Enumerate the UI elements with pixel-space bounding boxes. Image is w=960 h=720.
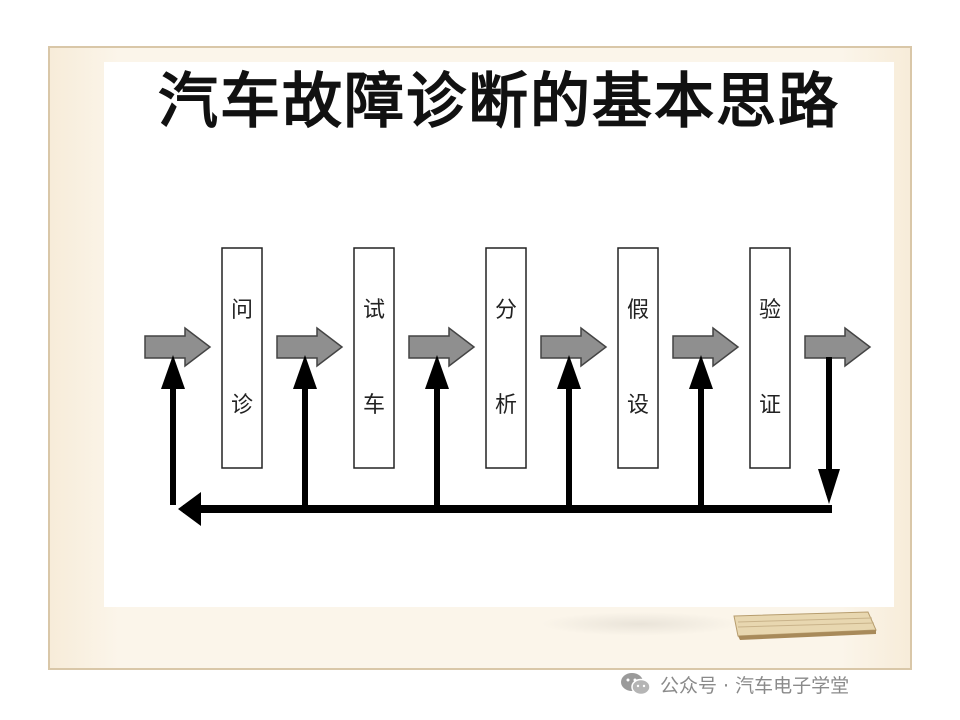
step-box: 问诊 bbox=[221, 247, 263, 469]
step-label-char: 验 bbox=[759, 298, 781, 323]
book-decoration bbox=[733, 611, 877, 640]
step-box-rect bbox=[353, 247, 395, 469]
flow-arrow bbox=[672, 326, 740, 368]
feedback-up-arrowhead bbox=[293, 355, 317, 389]
flow-arrow bbox=[540, 326, 608, 368]
flow-arrow bbox=[408, 326, 476, 368]
feedback-down-arrowhead bbox=[818, 469, 840, 504]
step-label-char: 试 bbox=[363, 298, 385, 323]
step-box-rect bbox=[221, 247, 263, 469]
step-label-char: 诊 bbox=[231, 393, 253, 418]
step-box-rect bbox=[617, 247, 659, 469]
step-label-char: 析 bbox=[495, 393, 517, 418]
step-label-char: 分 bbox=[495, 298, 517, 323]
step-label-char: 设 bbox=[627, 393, 649, 418]
feedback-up-arrowhead bbox=[161, 355, 185, 389]
wechat-icon bbox=[621, 673, 651, 696]
feedback-up-arrowhead bbox=[557, 355, 581, 389]
step-label-char: 问 bbox=[231, 298, 253, 323]
step-label-char: 证 bbox=[759, 393, 781, 418]
step-box: 分析 bbox=[485, 247, 527, 469]
watermark: 公众号 · 汽车电子学堂 bbox=[620, 668, 849, 700]
step-box: 验证 bbox=[749, 247, 791, 469]
step-box-rect bbox=[749, 247, 791, 469]
slide-title: 汽车故障诊断的基本思路 bbox=[158, 67, 840, 137]
step-box-rect bbox=[485, 247, 527, 469]
flow-arrow bbox=[804, 326, 872, 368]
flow-arrow bbox=[144, 326, 212, 368]
step-label-char: 车 bbox=[363, 393, 385, 418]
feedback-up-arrowhead bbox=[425, 355, 449, 389]
feedback-left-arrowhead bbox=[178, 492, 201, 526]
flow-arrow bbox=[276, 326, 344, 368]
step-box: 试车 bbox=[353, 247, 395, 469]
book-shadow bbox=[540, 612, 740, 636]
step-label-char: 假 bbox=[627, 298, 649, 323]
watermark-text: 公众号 · 汽车电子学堂 bbox=[660, 674, 850, 697]
feedback-up-arrowhead bbox=[689, 355, 713, 389]
step-box: 假设 bbox=[617, 247, 659, 469]
